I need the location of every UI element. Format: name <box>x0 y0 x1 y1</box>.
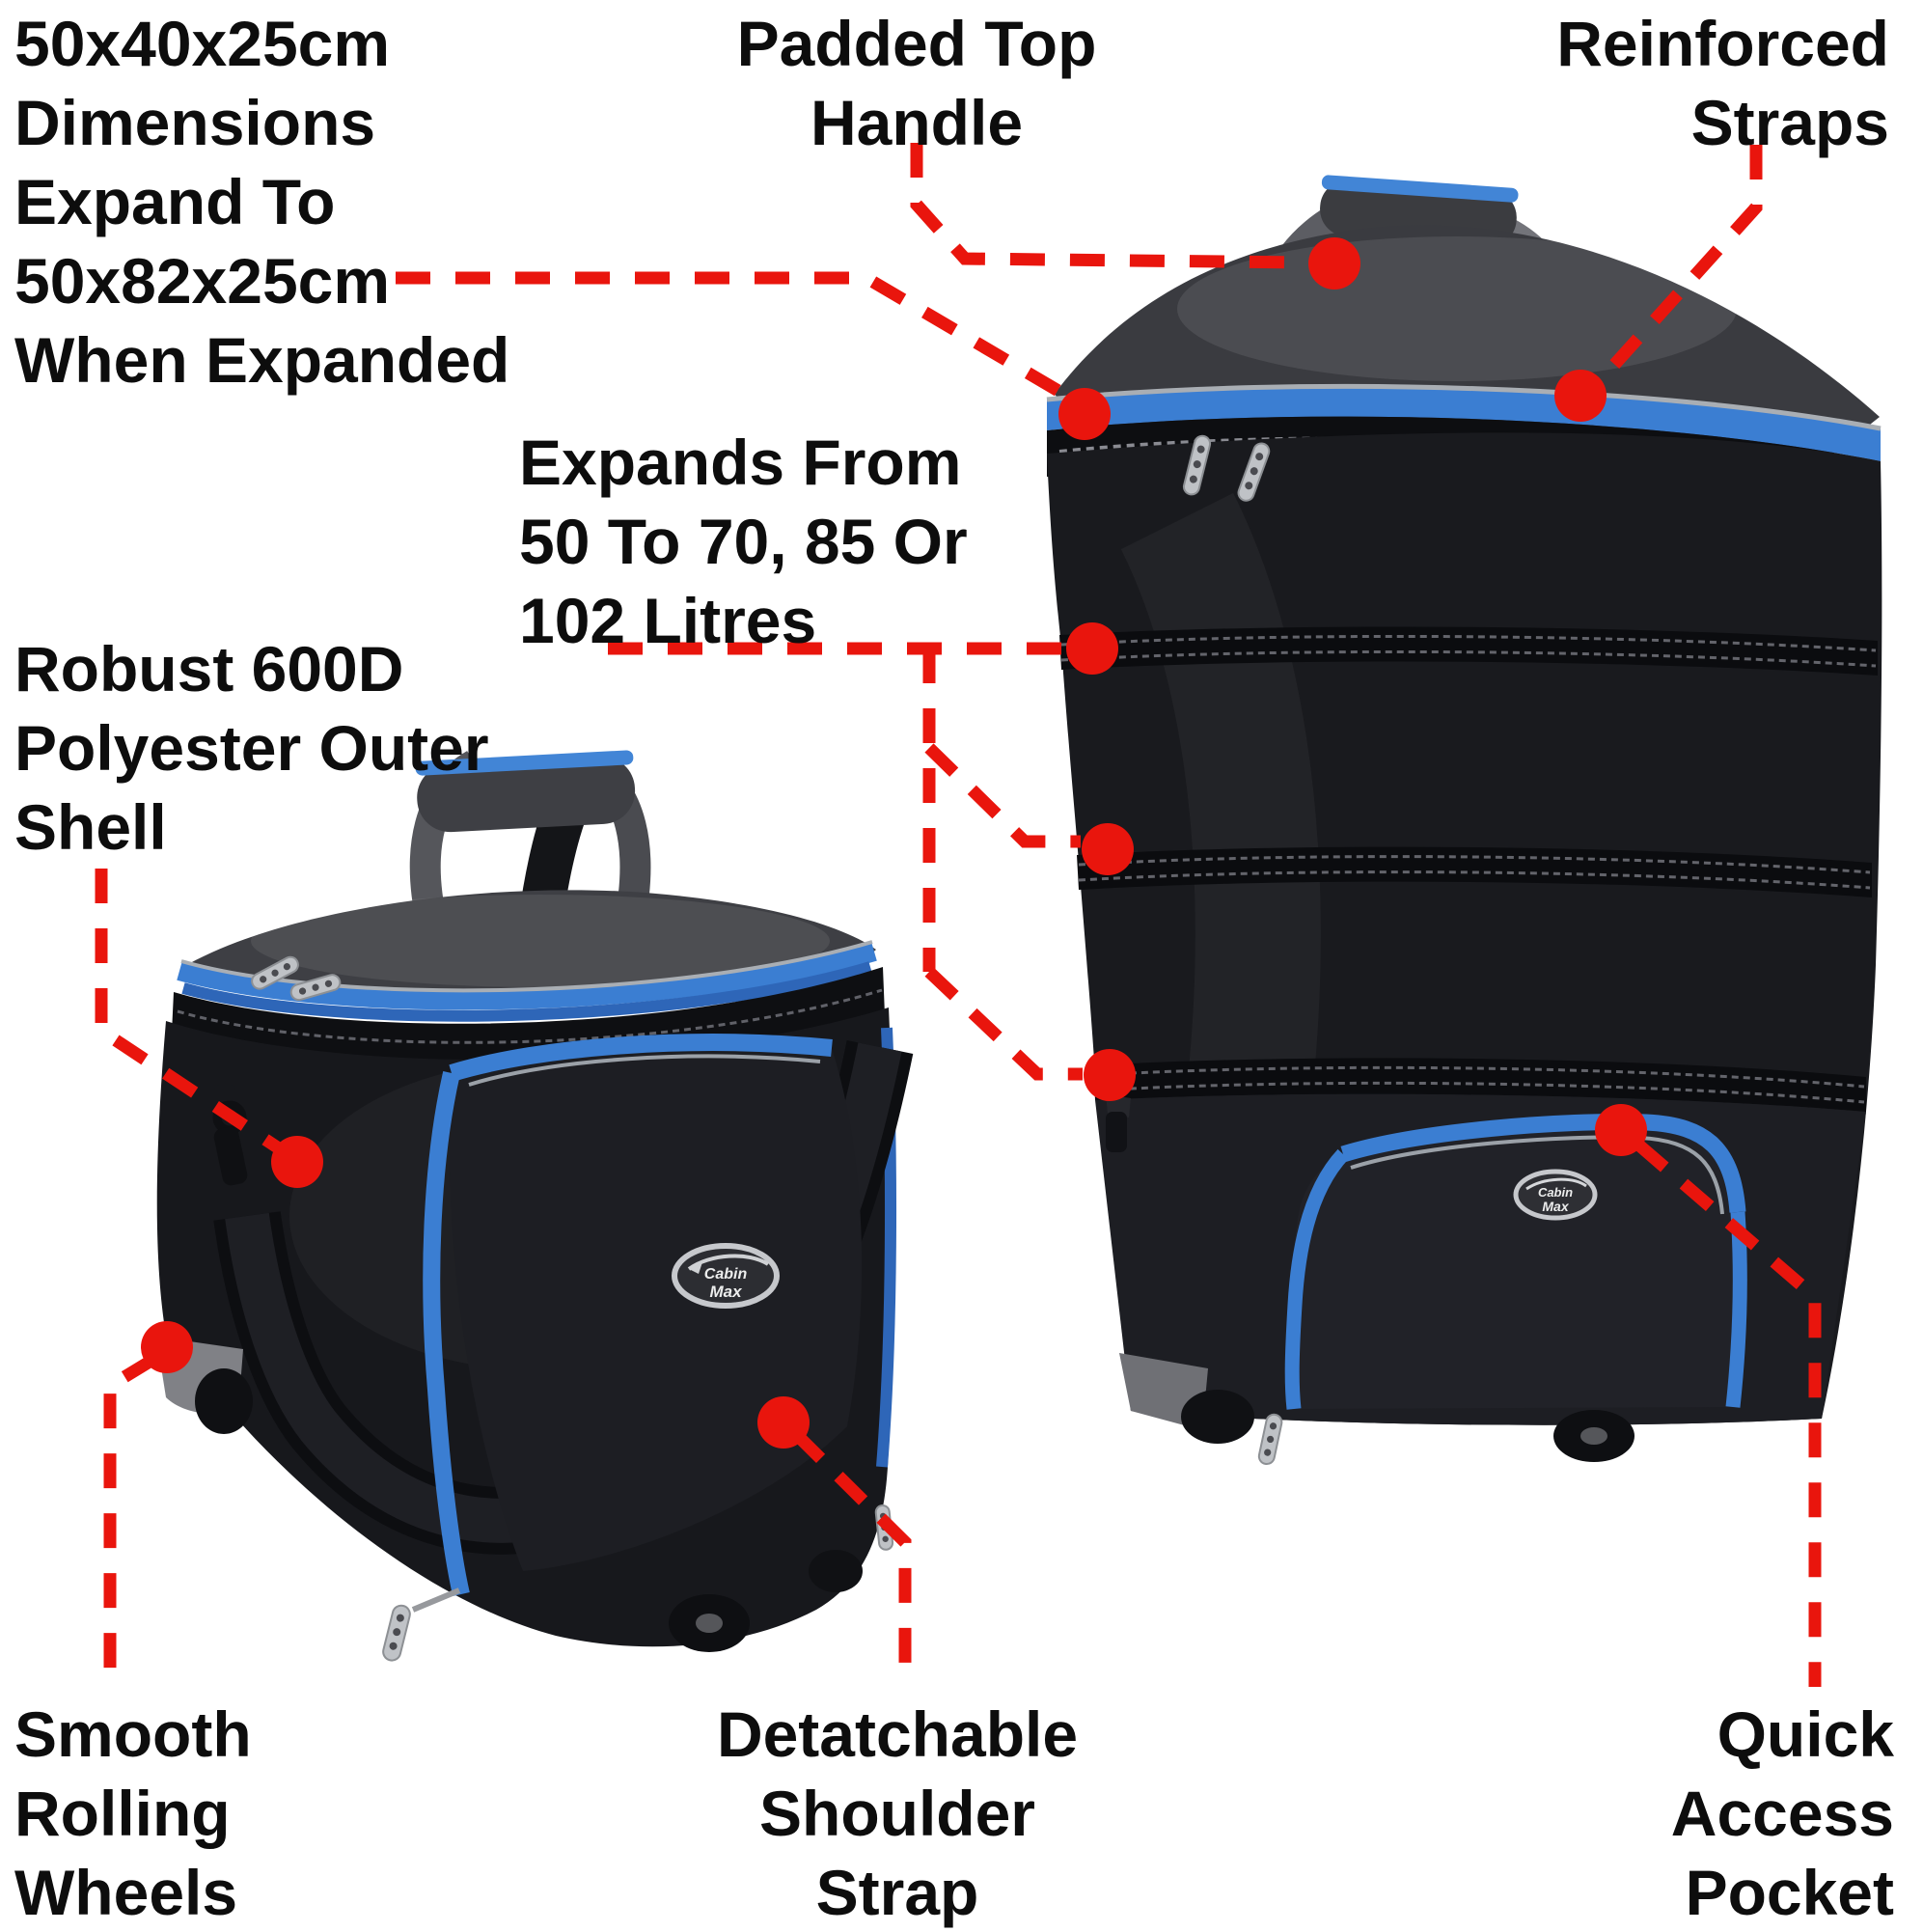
label-line: Shell <box>14 791 167 863</box>
expanded-pocket-zip-pull <box>1257 1413 1283 1466</box>
collapsed-wheel-right <box>809 1550 863 1592</box>
callout-dots <box>141 237 1647 1449</box>
expanded-lid-zip-teeth <box>1058 436 1877 483</box>
label-padded-top-handle: Padded Top Handle <box>737 4 1097 162</box>
collapsed-handle-grip <box>415 750 636 833</box>
callout-lines <box>95 143 1822 1691</box>
expanded-pocket-trim-left <box>1284 1148 1349 1410</box>
collapsed-lid-zip-pull-1 <box>251 955 299 990</box>
cabin-max-logo-collapsed: Cabin Max <box>672 1243 780 1309</box>
label-quick-access: Quick Access Pocket <box>1671 1695 1894 1932</box>
cabin-max-logo-expanded: Cabin Max <box>1513 1169 1598 1221</box>
dot-rolling-wheels <box>141 1321 193 1373</box>
collapsed-wheel-center-hub <box>696 1614 723 1633</box>
collapsed-lid-sheen <box>251 895 830 987</box>
label-line: Wheels <box>14 1857 238 1928</box>
svg-text:Cabin: Cabin <box>1538 1185 1573 1200</box>
label-line: When Expanded <box>14 324 510 396</box>
label-line: Shoulder <box>758 1778 1035 1849</box>
label-line: Smooth <box>14 1698 252 1770</box>
label-line: 102 Litres <box>519 585 817 656</box>
svg-text:Max: Max <box>709 1283 743 1301</box>
label-line: Straps <box>1690 87 1889 158</box>
collapsed-lid-blue-trim-2 <box>181 961 872 1022</box>
expanded-lid-piping <box>1046 383 1882 431</box>
expansion-zipper-1 <box>1059 626 1878 676</box>
collapsed-lid-zip-pull-2 <box>289 974 342 1002</box>
label-reinforced-straps: Reinforced Straps <box>1556 4 1889 162</box>
expanded-lid-zip-pull-1 <box>1182 434 1212 496</box>
label-line: 50 To 70, 85 Or <box>519 506 968 577</box>
expanded-lid-blue-trim <box>1047 386 1881 461</box>
dot-expansion-zip-1 <box>1066 622 1118 675</box>
dot-padded-top-handle <box>1308 237 1360 290</box>
callout-line-quick-access <box>1634 1140 1822 1687</box>
label-line: Access <box>1670 1778 1894 1849</box>
collapsed-pocket-zip-pull <box>382 1604 411 1662</box>
label-line: Robust 600D <box>14 633 404 704</box>
label-robust-shell: Robust 600D Polyester Outer Shell <box>14 629 489 867</box>
label-line: Strap <box>815 1857 979 1928</box>
label-line: Rolling <box>14 1778 231 1849</box>
callout-line-rolling-wheels <box>103 1353 158 1691</box>
label-rolling-wheels: Smooth Rolling Wheels <box>14 1695 252 1932</box>
collapsed-bag: Cabin Max <box>156 750 914 1662</box>
label-line: Expand To <box>14 166 336 237</box>
expansion-zipper-2 <box>1077 846 1872 897</box>
collapsed-pocket-trim-top <box>449 1034 833 1082</box>
callout-line-dimensions <box>396 271 1067 400</box>
collapsed-pocket-face <box>449 1042 863 1571</box>
expanded-pocket-trim-right <box>1725 1211 1747 1408</box>
dot-robust-shell <box>271 1136 323 1188</box>
dot-expansion-zip-3 <box>1084 1049 1136 1101</box>
expanded-wheel-right-hub <box>1580 1427 1607 1445</box>
label-line: Reinforced <box>1556 8 1889 79</box>
label-shoulder-strap: Detatchable Shoulder Strap <box>717 1695 1078 1932</box>
label-line: Expands From <box>519 427 962 498</box>
callout-line-expands-branch-low <box>924 967 1083 1081</box>
label-line: Dimensions <box>14 87 376 158</box>
svg-text:Cabin: Cabin <box>704 1266 748 1283</box>
collapsed-wheel-left <box>195 1368 253 1434</box>
collapsed-pocket-trim-left <box>423 1071 470 1596</box>
dot-dimensions <box>1058 388 1111 440</box>
callout-line-shoulder-strap <box>791 1429 912 1687</box>
label-line: Pocket <box>1685 1857 1894 1928</box>
callout-line-robust-shell <box>95 869 286 1156</box>
callout-line-expands-branch-mid <box>924 743 1081 848</box>
label-line: 50x40x25cm <box>14 8 391 79</box>
label-dimensions: 50x40x25cm Dimensions Expand To 50x82x25… <box>14 4 509 400</box>
dot-expansion-zip-2 <box>1082 823 1134 875</box>
label-line: Padded Top <box>736 8 1097 79</box>
expanded-wheel-left <box>1181 1390 1254 1444</box>
dot-quick-access <box>1595 1104 1647 1156</box>
callout-line-reinforced-straps <box>1592 145 1763 389</box>
expansion-zipper-3 <box>1093 1058 1866 1112</box>
dot-shoulder-strap <box>757 1396 810 1449</box>
label-line: Handle <box>810 87 1024 158</box>
label-line: 50x82x25cm <box>14 245 391 317</box>
expanded-bag: Cabin Max <box>1046 175 1882 1466</box>
label-line: Detatchable <box>716 1698 1079 1770</box>
dot-reinforced-straps <box>1554 370 1607 422</box>
collapsed-pocket-piping <box>468 1054 821 1087</box>
label-expands-litres: Expands From 50 To 70, 85 Or 102 Litres <box>519 423 968 660</box>
label-line: Quick <box>1717 1698 1894 1770</box>
callout-line-padded-top-handle <box>910 143 1305 269</box>
svg-text:Max: Max <box>1542 1199 1569 1214</box>
label-line: Polyester Outer <box>14 712 489 784</box>
collapsed-pocket-zip-cord <box>411 1587 461 1613</box>
expanded-pocket-face <box>1290 1121 1741 1409</box>
collapsed-expansion-teeth <box>177 988 883 1044</box>
expanded-lid-zip-pull-2 <box>1237 442 1271 502</box>
